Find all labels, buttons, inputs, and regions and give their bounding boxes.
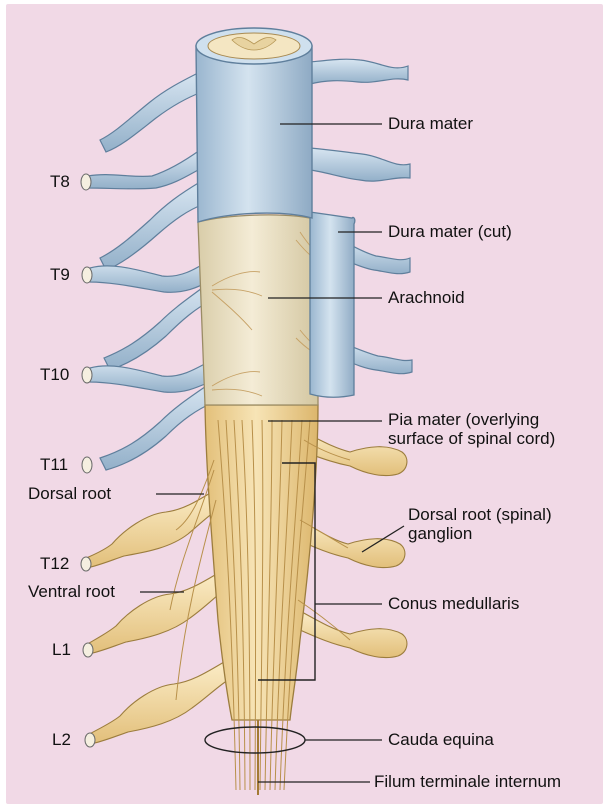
label-dura-mater-cut: Dura mater (cut) (388, 222, 512, 242)
label-dorsal-root: Dorsal root (28, 484, 111, 504)
label-pia-mater-line2: surface of spinal cord) (388, 429, 555, 449)
dura-mater-tube (196, 46, 312, 222)
level-label-t8: T8 (50, 172, 70, 192)
level-label-l1: L1 (52, 640, 71, 660)
label-pia-mater-line1: Pia mater (overlying (388, 410, 539, 430)
level-label-t9: T9 (50, 265, 70, 285)
label-arachnoid: Arachnoid (388, 288, 465, 308)
label-conus-medullaris: Conus medullaris (388, 594, 519, 614)
label-dura-mater: Dura mater (388, 114, 473, 134)
label-dorsal-ganglion-line2: ganglion (408, 524, 472, 544)
label-filum-terminale: Filum terminale internum (374, 772, 561, 792)
level-label-t12: T12 (40, 554, 69, 574)
label-ventral-root: Ventral root (28, 582, 115, 602)
level-label-l2: L2 (52, 730, 71, 750)
level-label-t10: T10 (40, 365, 69, 385)
arachnoid-layer (198, 215, 318, 405)
level-label-t11: T11 (40, 455, 68, 475)
label-dorsal-ganglion-line1: Dorsal root (spinal) (408, 505, 552, 525)
dura-mater-cut-flap (310, 212, 355, 397)
label-cauda-equina: Cauda equina (388, 730, 494, 750)
